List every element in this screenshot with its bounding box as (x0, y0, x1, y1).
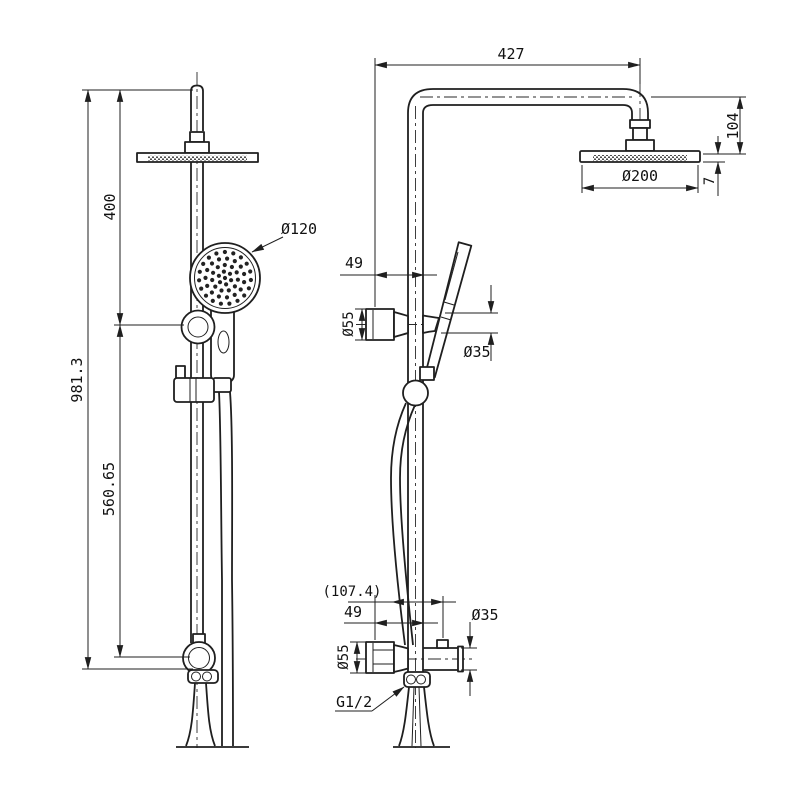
overhead-arm (407, 88, 649, 120)
shower-hose-side (218, 391, 234, 747)
hand-shower-leader (251, 236, 284, 253)
hand-shower-face (189, 242, 261, 314)
right-view: 427 104 7 Ø200 49 Ø55 (322, 45, 746, 748)
dim-head-thickness-label: 7 (702, 177, 718, 185)
dim-total-height-label: 981.3 (68, 357, 86, 402)
dim-hand-shower-diameter-label: Ø120 (281, 220, 317, 238)
tee-knob (436, 639, 449, 649)
mid-wall-bracket (365, 308, 440, 341)
dim-handle-diameter-label: Ø35 (463, 343, 490, 361)
left-view-dimensions: 981.3 400 560.65 Ø120 (68, 89, 317, 670)
base-left (176, 682, 249, 748)
spray-nozzle-dots (197, 249, 253, 306)
dim-mid-bracket-diameter-label: Ø55 (341, 311, 357, 336)
right-view-dimensions: 427 104 7 Ø200 49 Ø55 (322, 45, 746, 712)
hose-nut-side (212, 377, 232, 393)
wand-hose-nut (419, 366, 435, 381)
dim-outlet-diameter-label: Ø35 (471, 606, 498, 624)
shower-hose-front (390, 402, 416, 646)
nozzle-band-left (148, 155, 247, 162)
dim-top-section-label: 400 (101, 193, 119, 220)
slider-ball (402, 379, 429, 407)
dim-bottom-reference-label: (107.4) (322, 584, 381, 600)
dim-head-diameter-label: Ø200 (622, 167, 658, 185)
nozzle-band-right (593, 155, 687, 162)
bottom-bracket-tee (365, 639, 464, 688)
diverter-valve-side (182, 633, 219, 684)
dim-bottom-section-label: 560.65 (100, 462, 118, 516)
tee-end-cap (457, 645, 464, 673)
dim-arm-reach-label: 427 (497, 45, 524, 63)
dim-bottom-bracket-diameter-label: Ø55 (336, 644, 352, 669)
base-right (393, 686, 450, 748)
dim-mid-offset-label: 49 (345, 254, 363, 272)
holder-cup (422, 314, 440, 334)
wall-bracket-ring (180, 309, 216, 345)
dim-head-drop-label: 104 (724, 112, 742, 139)
thread-leader (371, 686, 405, 712)
thread-spec-label: G1/2 (336, 693, 372, 711)
slider-bracket-side (173, 365, 215, 403)
dim-bottom-offset-label: 49 (344, 603, 362, 621)
left-view: 981.3 400 560.65 Ø120 (68, 72, 317, 748)
hand-shower-front (402, 241, 473, 407)
overhead-shower-side (136, 131, 259, 163)
hand-shower-handle-side (210, 300, 235, 393)
overhead-shower-front (579, 119, 701, 163)
